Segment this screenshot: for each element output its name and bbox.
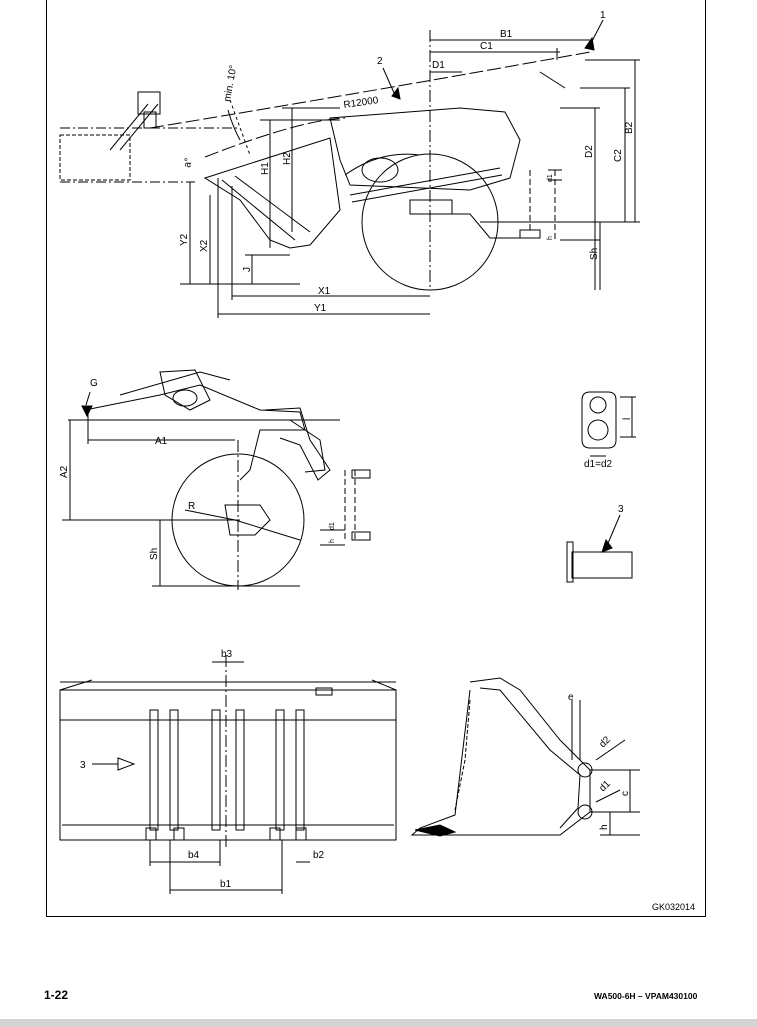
dim-b4: b4 (188, 850, 200, 861)
callout-2: 2 (377, 56, 383, 67)
dim-r: R (188, 501, 195, 512)
viewer-bottom-bar (0, 1019, 757, 1027)
dim-b1: B1 (500, 29, 513, 40)
callout-3-pin: 3 (618, 504, 624, 515)
dim-h2: H2 (282, 152, 293, 165)
dim-h-linkage: h (329, 539, 336, 543)
point-g: G (90, 378, 98, 389)
dim-h-side: h (547, 236, 554, 240)
dim-a1: A1 (155, 436, 168, 447)
dim-j: J (242, 267, 253, 272)
drawing-frame (46, 0, 706, 917)
dim-a2: A2 (59, 465, 70, 478)
dim-c2: C2 (613, 149, 624, 162)
dim-x1: X1 (318, 286, 331, 297)
dim-h1: H1 (260, 162, 271, 175)
dim-d2: D2 (584, 145, 595, 158)
dim-d1-bucket: d1 (597, 778, 613, 794)
dim-b2: B2 (624, 121, 635, 134)
angle-label: min. 10° (222, 64, 239, 102)
dim-sh: Sh (589, 248, 600, 260)
dim-c: c (620, 791, 631, 796)
dim-l: l (622, 418, 633, 420)
dim-sh-linkage: Sh (149, 548, 160, 560)
radius-label: R12000 (343, 95, 380, 111)
dim-d2-bucket: d2 (597, 734, 613, 750)
dim-d1-linkage: d1 (329, 522, 336, 530)
dim-b2: b2 (313, 850, 325, 861)
document-code: WA500-6H – VPAM430100 (594, 991, 698, 1001)
dim-y2: Y2 (179, 233, 190, 246)
figure-code: GK032014 (652, 902, 696, 912)
dim-b3: b3 (221, 649, 233, 660)
dim-c1: C1 (480, 41, 493, 52)
dim-d1: D1 (432, 60, 445, 71)
dim-d1-side: d1 (547, 174, 554, 182)
dim-y1: Y1 (314, 303, 327, 314)
a-angle-label: a° (182, 157, 194, 168)
dim-e: e (568, 692, 574, 703)
dim-h-bucket: h (599, 824, 610, 830)
page-number: 1-22 (44, 988, 69, 1002)
dim-d1-d2: d1=d2 (584, 459, 613, 470)
callout-1: 1 (600, 10, 606, 21)
dim-x2: X2 (199, 239, 210, 252)
dim-b1: b1 (220, 879, 232, 890)
callout-3-bucket: 3 (80, 760, 86, 771)
